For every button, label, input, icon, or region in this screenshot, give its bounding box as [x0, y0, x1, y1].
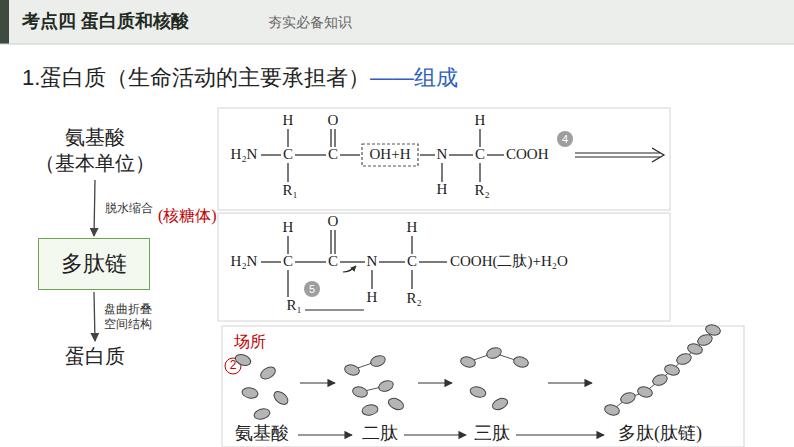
header-rule: [0, 44, 794, 45]
amino-acid-dot: [343, 363, 360, 377]
edge-label: 盘曲折叠 空间结构: [104, 302, 156, 332]
section-title: 考点四 蛋白质和核酸: [22, 11, 189, 32]
atom: C: [283, 146, 293, 163]
atom: H: [283, 112, 294, 129]
atom: C: [328, 253, 338, 270]
amino-acid-dot: [369, 354, 387, 369]
amino-acid-dot: [234, 353, 252, 368]
amino-acid-dot: [704, 323, 721, 337]
atom: H: [407, 219, 418, 236]
amino-acid-dot: [253, 407, 271, 421]
node-text: 蛋白质: [61, 343, 129, 369]
amino-acid-dot: [387, 396, 406, 412]
callout-badge: [557, 131, 573, 147]
atom: O: [328, 213, 339, 230]
header-bar: [0, 0, 794, 44]
peptide-bond: [612, 330, 713, 410]
atom: H: [475, 112, 486, 129]
amino-acid-dot: [259, 365, 278, 382]
header-accent: [0, 0, 9, 44]
chain-panel: [222, 326, 744, 447]
amino-acid-dot: [351, 385, 368, 399]
amino-acid-dot: [675, 352, 693, 367]
amino-acid-dot: [361, 404, 378, 417]
node-text: 多肽链: [61, 250, 127, 279]
amino-acid-dot: [619, 391, 637, 406]
edge-label: 脱水缩合: [105, 201, 153, 216]
group: COOH(二肽)+H₂O: [450, 253, 568, 270]
callout-number: 2: [230, 359, 237, 373]
amino-acid-dot: [651, 373, 669, 388]
amino-acid-dot: [636, 385, 653, 399]
side-chain: R₂: [406, 290, 421, 307]
formula-panel: [218, 108, 670, 210]
side-chain: R₁: [282, 182, 297, 199]
amino-acid-dot: [491, 396, 510, 412]
atom: O: [328, 112, 339, 129]
bonds-1: [261, 129, 664, 182]
flow-arrow: [94, 292, 95, 341]
node-text: 氨基酸: [31, 124, 159, 150]
subtitle: 夯实必备知识: [268, 14, 352, 30]
amino-acid-dot: [603, 403, 620, 417]
site-note: (核糖体): [158, 207, 217, 225]
callout-number: 4: [562, 133, 568, 146]
callout-badge: [304, 281, 320, 297]
callout-number: 5: [309, 283, 315, 296]
atom: N: [437, 146, 448, 163]
stage-label: 二肽: [362, 423, 398, 444]
heading-suffix: ——组成: [370, 65, 458, 90]
stage-label: 氨基酸: [235, 423, 289, 444]
group: H₂N: [231, 253, 258, 270]
atom: C: [407, 253, 417, 270]
formula-panel: [218, 213, 670, 321]
atom: C: [475, 146, 485, 163]
atom: C: [328, 146, 338, 163]
amino-acid-dot: [377, 379, 395, 394]
atom: C: [283, 253, 293, 270]
amino-acid-dot: [469, 385, 487, 399]
heading: 1.蛋白质（生命活动的主要承担者）: [22, 65, 370, 90]
site-note: 场所: [234, 333, 266, 351]
group: OH+H: [370, 146, 411, 163]
flow-arrow: [94, 180, 95, 236]
atom: N: [367, 253, 378, 270]
group: COOH: [506, 146, 549, 163]
amino-acid-dots: [234, 323, 722, 421]
amino-acid-dot: [272, 389, 291, 407]
group: H₂N: [231, 146, 258, 163]
stage-label: 多肽(肽链): [618, 423, 702, 444]
atom: H: [437, 181, 448, 198]
amino-acid-dot: [459, 355, 476, 369]
amino-acid-dot: [485, 346, 503, 361]
unit-label: 氨基酸（基本单位）: [31, 124, 159, 178]
amino-acid-dot: [512, 355, 529, 369]
stage-label: 三肽: [474, 423, 510, 444]
amino-acid-dot: [663, 363, 680, 377]
atom: H: [367, 289, 378, 306]
result-label: 蛋白质: [61, 343, 129, 371]
panel-arrows: [298, 383, 604, 435]
atom: H: [283, 219, 294, 236]
process-box: 多肽链: [38, 238, 150, 290]
side-chain: R₁: [286, 297, 301, 314]
node-text: （基本单位）: [31, 150, 159, 176]
amino-acid-dot: [241, 387, 258, 400]
side-chain: R₂: [474, 182, 489, 199]
